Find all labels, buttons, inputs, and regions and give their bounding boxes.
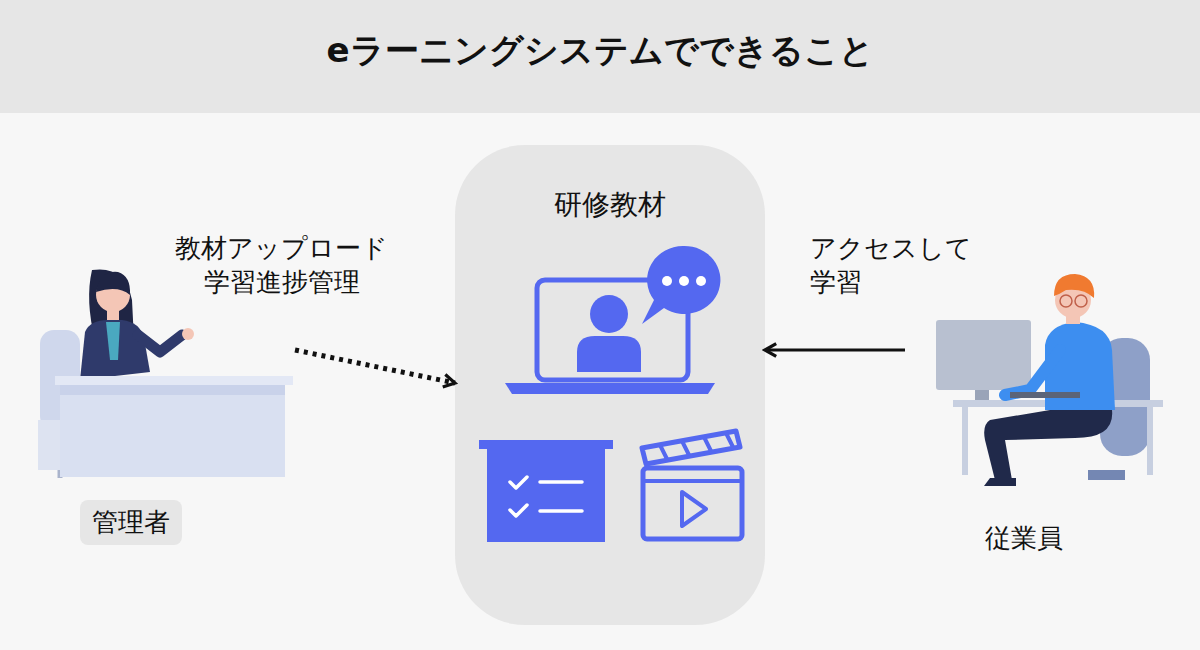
clapperboard-icon-part <box>642 431 740 464</box>
manager-figure-part <box>60 385 285 477</box>
manager-figure-part <box>80 320 150 380</box>
page-title: eラーニングシステムでできること <box>0 28 1200 74</box>
chat-bubble-icon-part <box>696 276 706 286</box>
clapperboard-icon-part <box>643 468 742 539</box>
edge-label: 教材アップロード 学習進捗管理 <box>175 232 388 300</box>
material-panel <box>455 145 765 625</box>
clapperboard-icon-part <box>660 433 734 461</box>
manager-figure-part <box>182 328 194 340</box>
clapperboard-icon-part <box>682 492 706 526</box>
chat-bubble-icon-part <box>679 276 689 286</box>
chat-bubble-icon-part <box>642 246 720 324</box>
edge-label: アクセスして 学習 <box>810 232 972 300</box>
material-box: 研修教材 <box>455 145 765 625</box>
employee-figure-part <box>1075 295 1087 307</box>
employee-figure-part <box>1088 470 1125 480</box>
employee-figure-part <box>984 410 1112 480</box>
checklist-icon <box>479 440 613 542</box>
manager-figure-part <box>138 335 182 352</box>
checklist-icon-part <box>540 482 582 511</box>
connector-arrow <box>295 350 455 383</box>
node-label: 従業員 <box>985 522 1063 555</box>
node-label: 研修教材 <box>554 187 666 222</box>
actor-box: 管理者 <box>20 260 295 560</box>
employee-figure-part <box>1060 295 1072 307</box>
manager-figure-part <box>60 385 285 395</box>
clapperboard-icon-part <box>643 479 742 483</box>
manager-figure-part <box>96 272 130 295</box>
employee-figure-part <box>984 478 1016 486</box>
employee-figure-part <box>1054 274 1094 298</box>
employee-figure <box>936 274 1163 486</box>
checklist-icon-part <box>487 449 605 542</box>
employee-figure-part <box>1005 350 1060 395</box>
laptop-icon-part <box>505 383 715 394</box>
laptop-icon-part <box>590 295 628 333</box>
manager-figure-part <box>106 322 120 360</box>
employee-figure-part <box>1010 392 1080 398</box>
checklist-icon-part <box>479 440 613 449</box>
actor-box: 従業員 <box>905 260 1190 570</box>
manager-figure <box>38 269 293 478</box>
chat-bubble-icon <box>642 246 720 324</box>
manager-figure-part <box>55 376 293 385</box>
connector-arrow <box>765 349 905 352</box>
material-panel-part <box>455 145 765 625</box>
employee-figure-part <box>936 320 1031 390</box>
chat-bubble-icon-part <box>662 276 672 286</box>
manager-figure-part <box>107 308 119 322</box>
checklist-icon-part <box>510 477 527 516</box>
laptop-icon-part <box>577 336 641 372</box>
clapperboard-icon <box>642 431 742 539</box>
node-label: 管理者 <box>80 500 182 545</box>
